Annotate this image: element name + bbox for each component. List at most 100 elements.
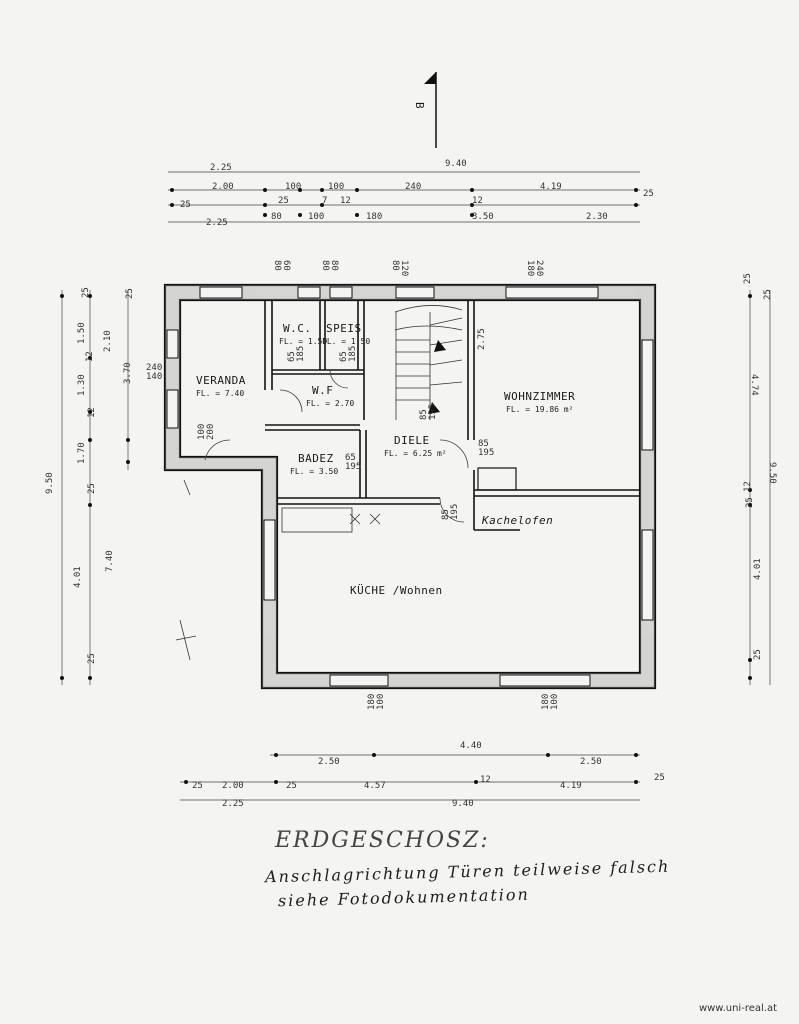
- dimension-lines-top: [168, 171, 640, 223]
- opening-top-2: 8080: [320, 260, 339, 271]
- dim-left-210: 2.10: [103, 330, 113, 352]
- dim-top-240: 240: [405, 182, 421, 192]
- kachelofen-stove: [477, 467, 517, 491]
- dim-right-12: 12: [743, 481, 753, 492]
- dim-bottom-200: 2.00: [222, 781, 244, 791]
- dimension-ticks-bottom: [184, 753, 638, 784]
- watermark: www.uni-real.at: [698, 1003, 777, 1014]
- dim-left-25b: 25: [125, 288, 135, 299]
- room-wohnzimmer-name: WOHNZIMMER: [504, 390, 575, 403]
- dim-left-overall: 9.50: [45, 472, 55, 494]
- dim-bottom-225: 2.25: [222, 799, 244, 809]
- dimension-ticks-top: [170, 188, 638, 217]
- north-arrow-label: B: [413, 102, 426, 109]
- notes-title: ERDGESCHOSZ:: [275, 828, 490, 853]
- dimension-ticks-left: [60, 294, 130, 680]
- room-badez-name: BADEZ: [298, 452, 334, 465]
- dim-left-130: 1.30: [77, 374, 87, 396]
- dim-right-401: 4.01: [753, 558, 763, 580]
- dim-left-12b: 12: [87, 407, 97, 418]
- dim-top-25m: 25: [278, 196, 289, 206]
- door-swings: [204, 369, 469, 523]
- dim-bottom-250b: 2.50: [580, 757, 602, 767]
- dim-left-25d: 25: [87, 653, 97, 664]
- dim-top-12a: 12: [340, 196, 351, 206]
- dim-right-25c: 25: [745, 497, 755, 508]
- plant-icon: [175, 479, 197, 661]
- room-veranda-area: FL. = 7.40: [196, 389, 244, 398]
- dim-top-350: 3.50: [472, 212, 494, 222]
- north-arrow: B: [413, 72, 437, 148]
- dim-top-100c: 100: [308, 212, 324, 222]
- dim-left-25c: 25: [87, 483, 97, 494]
- door-label-6: 85195: [441, 504, 460, 520]
- dim-right-474: 4.74: [749, 374, 759, 396]
- dim-top-225b: 2.25: [206, 218, 228, 228]
- dim-top-25r: 25: [643, 189, 654, 199]
- room-wohnzimmer-area: FL. = 19.86 m²: [506, 405, 573, 414]
- dim-top-180: 180: [366, 212, 382, 222]
- door-label-3: 85195: [419, 404, 438, 420]
- room-diele-name: DIELE: [394, 434, 430, 447]
- dim-top-230: 2.30: [586, 212, 608, 222]
- dim-left-740: 7.40: [105, 550, 115, 572]
- opening-top-4: 240180: [525, 260, 544, 276]
- door-label-2: 65185: [339, 346, 358, 362]
- dim-top-100b: 100: [328, 182, 344, 192]
- opening-bottom-2: 180100: [541, 694, 560, 710]
- room-kachelofen-name: Kachelofen: [481, 514, 553, 527]
- door-label-7: 2.75: [477, 328, 487, 350]
- windows: [166, 286, 654, 687]
- dim-left-12a: 12: [85, 351, 95, 362]
- dim-top-overall: 9.40: [445, 159, 467, 169]
- dim-left-370: 3.70: [123, 362, 133, 384]
- dim-top-80: 80: [271, 212, 282, 222]
- opening-bottom-1: 180100: [367, 694, 386, 710]
- dim-right-25d: 25: [753, 649, 763, 660]
- dim-bottom-12: 12: [480, 775, 491, 785]
- opening-top-1: 6080: [272, 260, 291, 271]
- dim-top-225: 2.25: [210, 163, 232, 173]
- dim-top-419: 4.19: [540, 182, 562, 192]
- stair-arrow-icon-2: [428, 402, 440, 414]
- kitchen-fixtures: [281, 507, 381, 533]
- dimension-ticks-right: [748, 294, 752, 680]
- dim-left-window-2: 100200: [197, 424, 216, 440]
- dim-bottom-440: 4.40: [460, 741, 482, 751]
- dim-top-7: 7: [322, 196, 327, 206]
- room-kueche-name: KÜCHE /Wohnen: [350, 584, 443, 597]
- dim-top-12b: 12: [472, 196, 483, 206]
- staircase: [394, 305, 463, 420]
- room-badez-area: FL. = 3.50: [290, 467, 338, 476]
- dim-top-25l: 25: [180, 200, 191, 210]
- dim-bottom-419: 4.19: [560, 781, 582, 791]
- room-wf-area: FL. = 2.70: [306, 399, 354, 408]
- dim-top-100a: 100: [285, 182, 301, 192]
- stair-arrow-icon: [434, 340, 446, 352]
- wall-hatch: [165, 285, 655, 688]
- room-speis-name: SPEIS: [326, 322, 362, 335]
- opening-top-3: 12080: [390, 260, 409, 276]
- room-wc-name: W.C.: [283, 322, 312, 335]
- dim-right-25a: 25: [743, 273, 753, 284]
- dim-left-401: 4.01: [73, 566, 83, 588]
- dim-top-200: 2.00: [212, 182, 234, 192]
- dim-bottom-250a: 2.50: [318, 757, 340, 767]
- dimension-lines-right: [749, 290, 771, 685]
- outer-walls: [163, 283, 657, 690]
- dim-left-150: 1.50: [77, 322, 87, 344]
- room-speis-area: FL. = 1.50: [322, 337, 370, 346]
- dim-bottom-25c: 25: [654, 773, 665, 783]
- interior-walls: [264, 300, 640, 531]
- dim-bottom-457: 4.57: [364, 781, 386, 791]
- dim-right-overall: 9.50: [767, 462, 777, 484]
- room-diele-area: FL. = 6.25 m²: [384, 449, 447, 458]
- dim-left-170: 1.70: [77, 442, 87, 464]
- dim-bottom-25a: 25: [192, 781, 203, 791]
- dim-right-25b: 25: [763, 289, 773, 300]
- room-veranda-name: VERANDA: [196, 374, 246, 387]
